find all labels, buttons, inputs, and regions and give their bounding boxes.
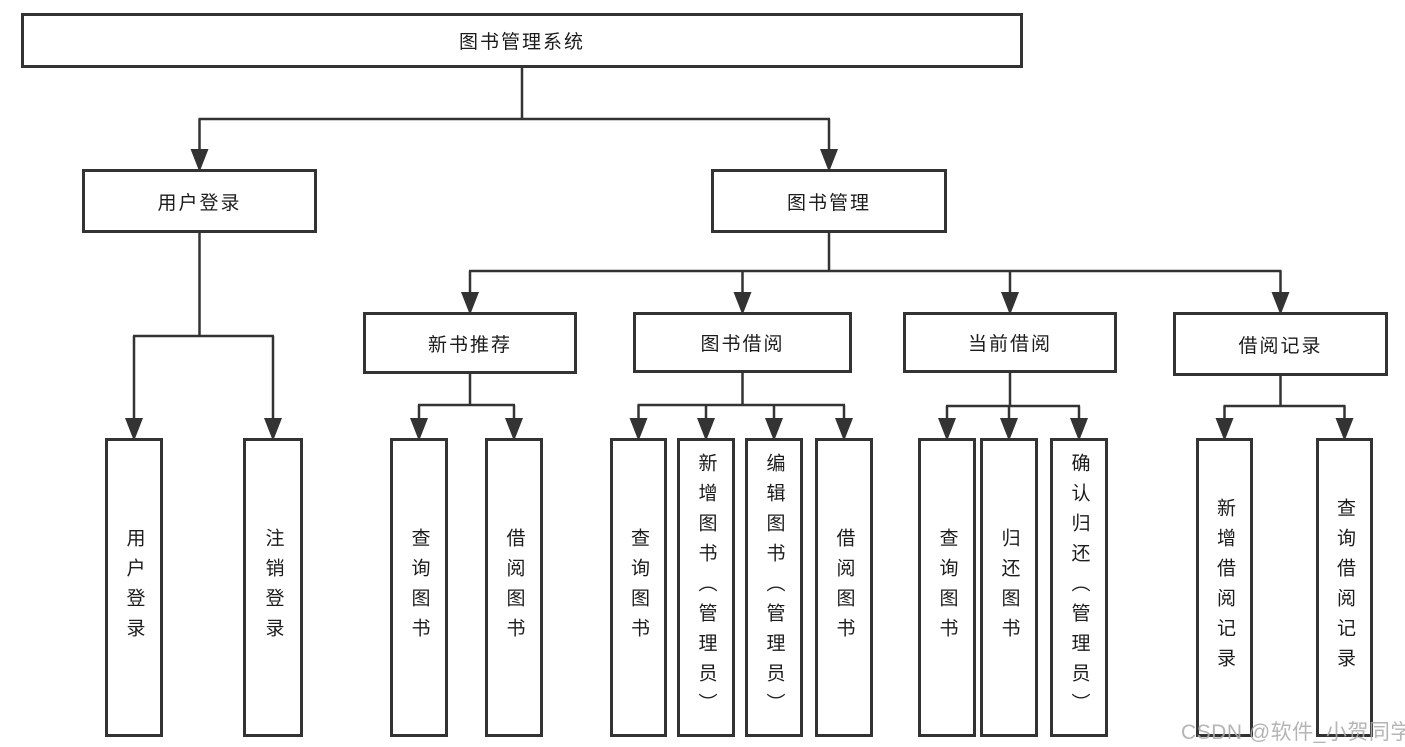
arrowhead-icon-leaf-return-book	[1000, 418, 1018, 441]
arrowhead-icon-leaf-query-book-3	[938, 418, 956, 441]
node-leaf-query-book-2: 查询图书	[610, 438, 667, 737]
node-label-leaf-add-borrow-record: 新增借阅记录	[1214, 497, 1235, 678]
node-root: 图书管理系统	[21, 13, 1023, 68]
node-label-leaf-borrow-book-2: 借阅图书	[833, 527, 855, 648]
node-leaf-query-book-3: 查询图书	[918, 438, 976, 737]
node-leaf-query-book-1: 查询图书	[390, 438, 448, 737]
arrowhead-icon-leaf-query-book-1	[410, 418, 428, 441]
node-leaf-add-book: 新增图书（管理员）	[677, 438, 735, 737]
arrowhead-icon-book-management	[820, 149, 838, 172]
node-label-leaf-query-book-2: 查询图书	[628, 527, 649, 648]
node-leaf-query-borrow-record: 查询借阅记录	[1316, 438, 1373, 737]
arrowhead-icon-leaf-edit-book	[765, 418, 783, 441]
node-leaf-return-book: 归还图书	[980, 438, 1038, 737]
node-label-leaf-logout: 注销登录	[262, 527, 284, 648]
node-leaf-borrow-book-2: 借阅图书	[815, 438, 873, 737]
node-label-leaf-add-book: 新增图书（管理员）	[695, 452, 717, 723]
arrowhead-icon-borrow-records	[1271, 292, 1290, 315]
arrowhead-icon-leaf-add-book	[697, 418, 715, 441]
node-leaf-confirm-return: 确认归还（管理员）	[1050, 438, 1108, 737]
node-label-user-login: 用户登录	[157, 192, 242, 214]
node-label-leaf-query-book-1: 查询图书	[408, 527, 430, 648]
node-label-root: 图书管理系统	[458, 32, 585, 53]
arrowhead-icon-leaf-confirm-return	[1070, 418, 1088, 441]
arrowhead-icon-leaf-query-book-2	[629, 418, 648, 441]
arrowhead-icon-current-borrow	[1001, 292, 1019, 315]
watermark: CSDN @软件_小贺同学	[1181, 721, 1405, 744]
arrowhead-icon-leaf-borrow-book-2	[835, 418, 853, 441]
node-leaf-logout: 注销登录	[243, 438, 303, 737]
node-label-borrow-records: 借阅记录	[1238, 335, 1323, 357]
node-label-leaf-query-book-3: 查询图书	[936, 527, 958, 648]
node-label-new-book-recommend: 新书推荐	[427, 334, 512, 356]
node-label-leaf-query-borrow-record: 查询借阅记录	[1334, 497, 1355, 678]
node-label-leaf-confirm-return: 确认归还（管理员）	[1068, 452, 1090, 723]
arrowhead-icon-leaf-borrow-book-1	[505, 418, 523, 441]
node-leaf-add-borrow-record: 新增借阅记录	[1196, 438, 1253, 737]
node-label-leaf-borrow-book-1: 借阅图书	[503, 527, 525, 648]
node-label-book-borrow: 图书借阅	[700, 334, 785, 355]
node-leaf-user-login: 用户登录	[105, 438, 163, 737]
node-user-login: 用户登录	[82, 169, 317, 233]
node-label-leaf-edit-book: 编辑图书（管理员）	[763, 452, 785, 723]
arrowhead-icon-new-book-recommend	[461, 292, 479, 315]
node-leaf-borrow-book-1: 借阅图书	[485, 438, 543, 737]
node-borrow-records: 借阅记录	[1173, 312, 1388, 376]
node-leaf-edit-book: 编辑图书（管理员）	[745, 438, 803, 737]
arrowhead-icon-leaf-query-borrow-record	[1335, 418, 1354, 441]
arrowhead-icon-book-borrow	[733, 292, 752, 315]
arrowhead-icon-leaf-add-borrow-record	[1215, 418, 1234, 441]
node-label-book-management: 图书管理	[786, 192, 871, 214]
node-new-book-recommend: 新书推荐	[363, 312, 577, 374]
node-book-management: 图书管理	[711, 169, 947, 233]
node-current-borrow: 当前借阅	[903, 312, 1117, 373]
arrowhead-icon-leaf-logout	[264, 418, 282, 441]
node-label-current-borrow: 当前借阅	[967, 334, 1052, 355]
node-label-leaf-user-login: 用户登录	[123, 527, 145, 648]
arrowhead-icon-leaf-user-login	[125, 418, 143, 441]
node-book-borrow: 图书借阅	[633, 312, 852, 373]
arrowhead-icon-user-login	[190, 149, 209, 172]
node-label-leaf-return-book: 归还图书	[998, 527, 1020, 648]
